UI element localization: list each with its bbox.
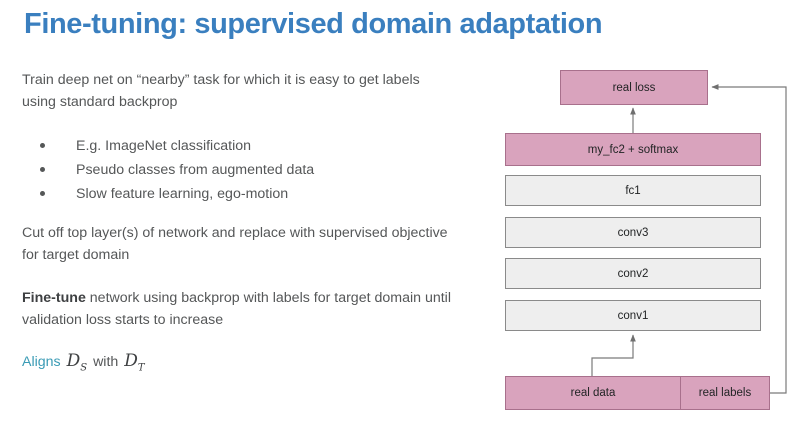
node-label: real labels [698,387,752,399]
finetune-paragraph: Fine-tune network using backprop with la… [22,287,452,331]
aligns-connector-word: with [93,354,119,370]
bullet-list: E.g. ImageNet classification Pseudo clas… [40,134,460,206]
node-label: conv1 [617,309,649,322]
node-label: conv2 [617,267,649,280]
node-label: my_fc2 + softmax [587,143,679,156]
edge-realdata-to-conv1 [591,334,636,376]
diagram-node-conv3[interactable]: conv3 [505,217,761,248]
node-label: real data [570,387,616,399]
list-item: Slow feature learning, ego-motion [40,182,460,206]
aligns-statement: Aligns DS with DT [22,351,147,373]
diagram-node-real-loss[interactable]: real loss [560,70,708,105]
diagram-node-fc1[interactable]: fc1 [505,175,761,206]
diagram-node-real-labels[interactable]: real labels [680,376,770,410]
bullet-dot-icon [40,167,45,172]
list-item-label: Pseudo classes from augmented data [76,162,315,178]
bullet-dot-icon [40,143,45,148]
node-label: fc1 [625,184,641,197]
list-item-label: E.g. ImageNet classification [76,138,252,154]
diagram-node-real-data[interactable]: real data [505,376,680,410]
node-label: conv3 [617,226,649,239]
source-domain-symbol: DS [66,351,88,374]
diagram-node-conv1[interactable]: conv1 [505,300,761,331]
list-item-label: Slow feature learning, ego-motion [76,186,289,202]
aligns-label: Aligns [22,354,61,370]
bullet-dot-icon [40,191,45,196]
finetune-bold-lead: Fine-tune [22,290,86,306]
list-item: E.g. ImageNet classification [40,134,460,158]
intro-paragraph: Train deep net on “nearby” task for whic… [22,72,420,110]
page-title: Fine-tuning: supervised domain adaptatio… [24,8,603,40]
diagram-node-conv2[interactable]: conv2 [505,258,761,289]
list-item: Pseudo classes from augmented data [40,158,460,182]
diagram-node-my-fc2[interactable]: my_fc2 + softmax [505,133,761,166]
node-label: real loss [612,81,656,94]
target-domain-subscript: T [137,362,145,374]
source-domain-subscript: S [80,362,88,374]
cutoff-paragraph: Cut off top layer(s) of network and repl… [22,225,448,263]
target-domain-symbol: DT [124,351,145,374]
finetune-rest: network using backprop with labels for t… [22,290,451,328]
